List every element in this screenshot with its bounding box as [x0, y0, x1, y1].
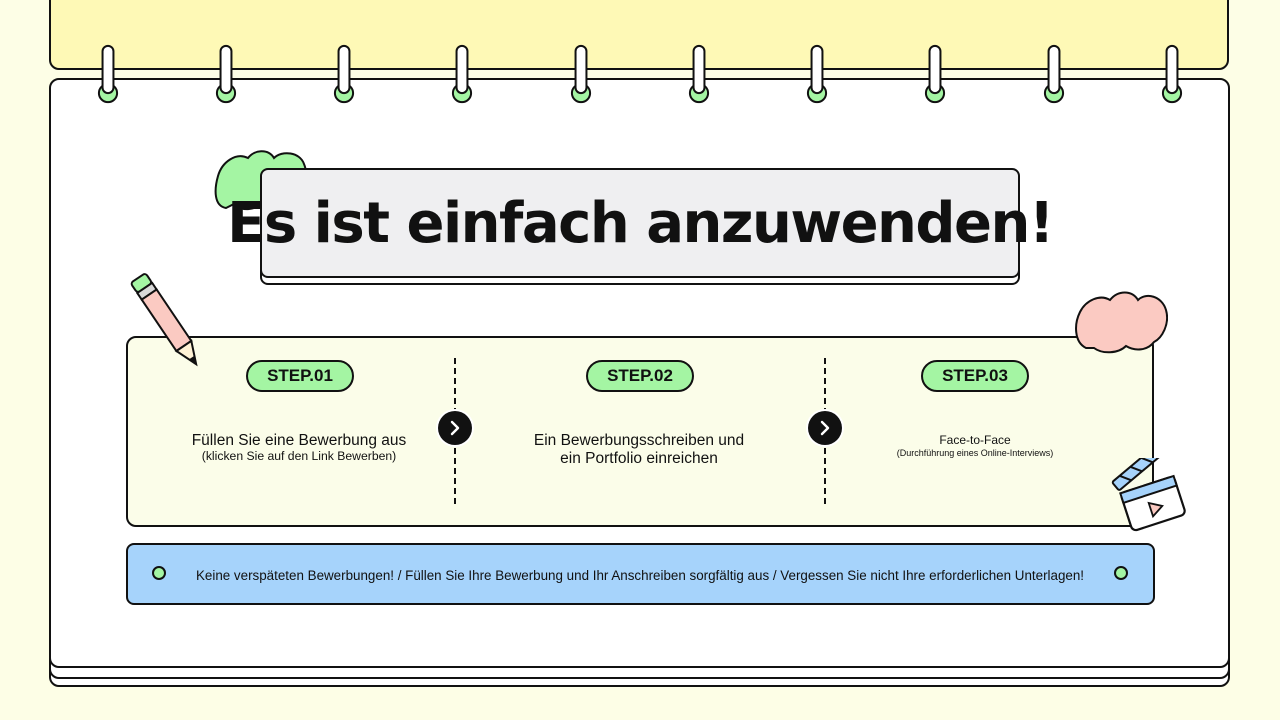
- step-02-description: Ein Bewerbungsschreiben und ein Portfoli…: [490, 432, 788, 468]
- step-01-description: Füllen Sie eine Bewerbung aus (klicken S…: [160, 432, 438, 462]
- spiral-ring-icon: [97, 44, 119, 104]
- clapperboard-icon: [1111, 458, 1186, 532]
- step-arrow: [808, 411, 842, 445]
- pink-cloud-decoration: [1075, 291, 1168, 354]
- notice-dot-left: [152, 566, 166, 580]
- step-03-description: Face-to-Face (Durchführung eines Online-…: [860, 433, 1090, 459]
- step-03-badge: STEP.03: [921, 360, 1029, 392]
- step-03-line1: Face-to-Face: [939, 433, 1011, 447]
- page-title: Es ist einfach anzuwenden!: [227, 190, 1054, 256]
- notice-dot-right: [1114, 566, 1128, 580]
- spiral-ring-icon: [570, 44, 592, 104]
- title-box: Es ist einfach anzuwenden!: [227, 168, 1054, 278]
- notebook-back-sheet: [49, 0, 1229, 70]
- notice-bar: [126, 543, 1155, 605]
- step-arrow: [438, 411, 472, 445]
- chevron-right-icon: [450, 420, 460, 436]
- spiral-ring-icon: [451, 44, 473, 104]
- step-02-line1: Ein Bewerbungsschreiben und: [533, 432, 745, 449]
- notice-text: Keine verspäteten Bewerbungen! / Füllen …: [195, 568, 1085, 583]
- step-02-line2: ein Portfolio einreichen: [560, 450, 718, 467]
- step-01-line2: (klicken Sie auf den Link Bewerben): [201, 449, 397, 463]
- spiral-ring-icon: [688, 44, 710, 104]
- spiral-ring-icon: [333, 44, 355, 104]
- spiral-ring-icon: [1161, 44, 1183, 104]
- step-01-badge: STEP.01: [246, 360, 354, 392]
- spiral-ring-icon: [924, 44, 946, 104]
- pencil-icon: [130, 273, 198, 367]
- step-03-line2: (Durchführung eines Online-Interviews): [896, 448, 1054, 458]
- spiral-ring-icon: [215, 44, 237, 104]
- spiral-ring-icon: [1043, 44, 1065, 104]
- step-02-badge: STEP.02: [586, 360, 694, 392]
- chevron-right-icon: [820, 420, 830, 436]
- spiral-ring-icon: [806, 44, 828, 104]
- step-01-line1: Füllen Sie eine Bewerbung aus: [191, 432, 407, 449]
